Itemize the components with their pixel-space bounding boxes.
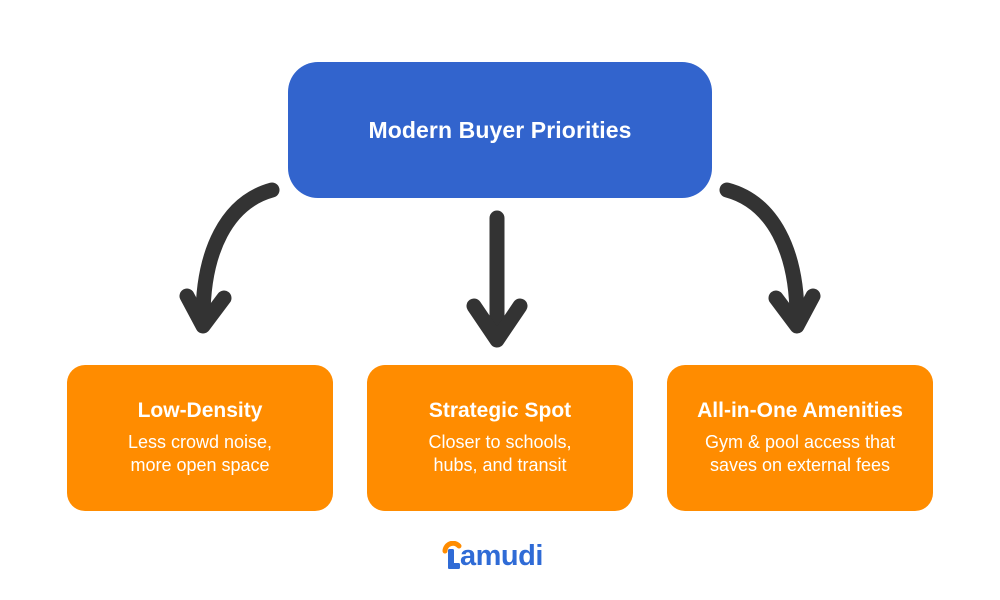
arrow-right bbox=[719, 182, 821, 334]
priority-card-amenities: All-in-One Amenities Gym & pool access t… bbox=[667, 365, 933, 511]
root-node-title: Modern Buyer Priorities bbox=[368, 116, 632, 143]
lamudi-logo-icon bbox=[442, 541, 462, 569]
card-description-line: Gym & pool access that bbox=[704, 432, 896, 452]
card-description: Less crowd noise, more open space bbox=[90, 431, 310, 477]
lamudi-logo: amudi bbox=[440, 538, 543, 574]
lamudi-logo-text: amudi bbox=[460, 539, 543, 572]
card-title: Low-Density bbox=[137, 399, 263, 422]
card-description-line: more open space bbox=[130, 455, 270, 475]
arrow-left bbox=[179, 182, 280, 334]
root-node: Modern Buyer Priorities bbox=[288, 62, 712, 198]
arrow-center bbox=[466, 210, 528, 348]
card-description: Closer to schools, hubs, and transit bbox=[390, 431, 610, 477]
card-description: Gym & pool access that saves on external… bbox=[690, 431, 910, 477]
card-title: All-in-One Amenities bbox=[697, 399, 903, 422]
priority-card-low-density: Low-Density Less crowd noise, more open … bbox=[67, 365, 333, 511]
card-description-line: Closer to schools, bbox=[428, 432, 572, 452]
card-title: Strategic Spot bbox=[428, 399, 572, 422]
card-description-line: hubs, and transit bbox=[433, 455, 567, 475]
card-description-line: Less crowd noise, bbox=[127, 432, 273, 452]
priority-card-strategic-spot: Strategic Spot Closer to schools, hubs, … bbox=[367, 365, 633, 511]
card-description-line: saves on external fees bbox=[709, 455, 891, 475]
